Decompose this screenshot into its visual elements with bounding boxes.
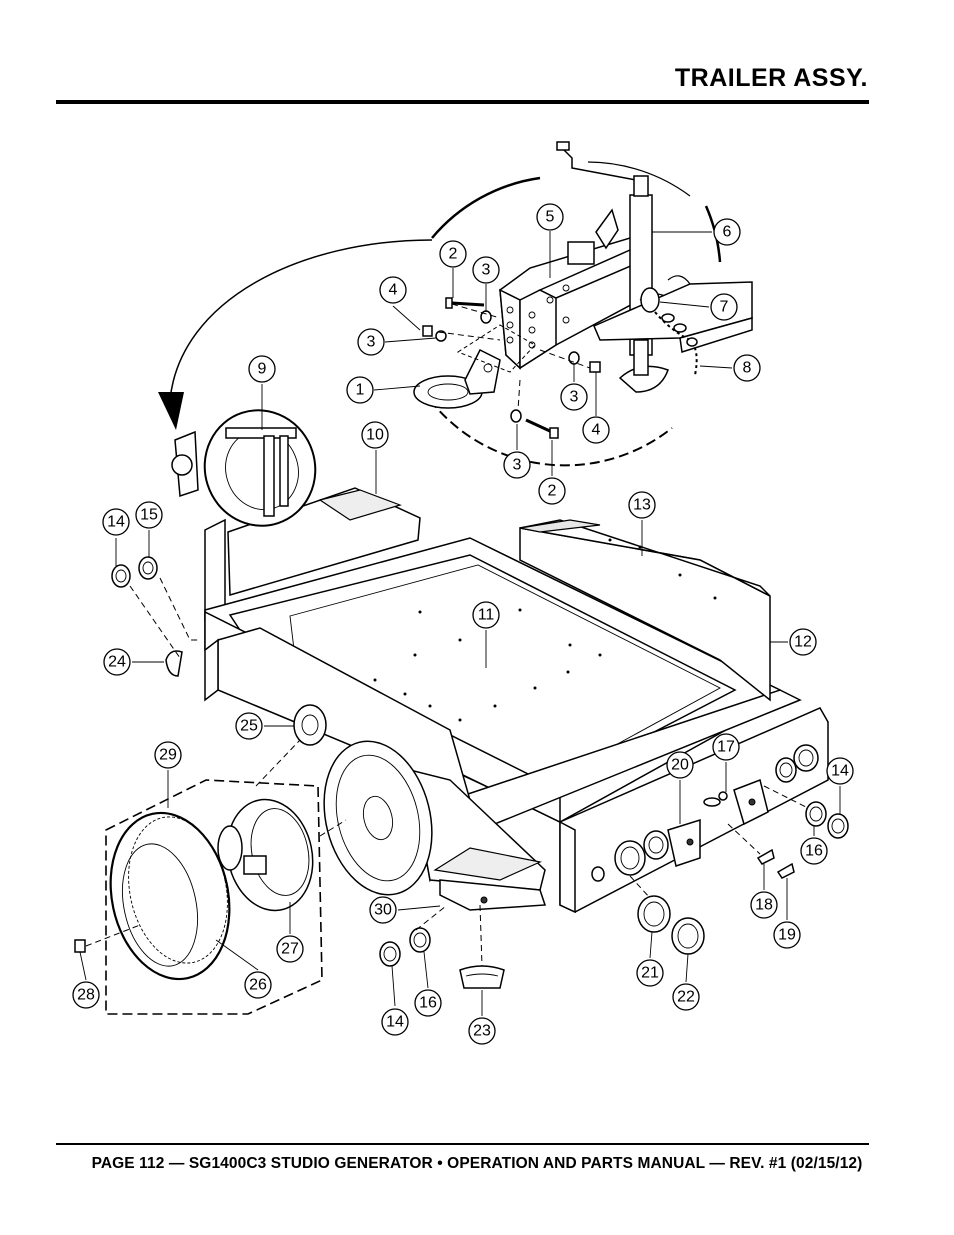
callout-26: 26 xyxy=(244,971,272,999)
callout-1: 1 xyxy=(346,376,374,404)
svg-text:16: 16 xyxy=(805,843,823,860)
callout-7: 7 xyxy=(710,293,738,321)
grommets xyxy=(111,556,849,989)
callout-11: 11 xyxy=(472,601,500,629)
callout-5: 5 xyxy=(536,203,564,231)
svg-text:26: 26 xyxy=(249,977,267,994)
svg-text:14: 14 xyxy=(831,763,849,780)
callout-6: 6 xyxy=(713,218,741,246)
callout-4b: 4 xyxy=(582,416,610,444)
callout-20: 20 xyxy=(666,751,694,779)
svg-text:3: 3 xyxy=(570,389,579,406)
header-rule xyxy=(56,100,869,104)
callout-3c: 3 xyxy=(560,383,588,411)
taillight-parts xyxy=(667,778,769,867)
callout-16b: 16 xyxy=(414,989,442,1017)
svg-text:23: 23 xyxy=(473,1023,491,1040)
svg-text:16: 16 xyxy=(419,995,437,1012)
svg-text:13: 13 xyxy=(633,497,651,514)
callout-22: 22 xyxy=(672,983,700,1011)
svg-text:17: 17 xyxy=(717,739,735,756)
callout-2b: 2 xyxy=(538,477,566,505)
detail-circle xyxy=(158,161,722,467)
svg-text:8: 8 xyxy=(743,360,752,377)
callout-21: 21 xyxy=(636,959,664,987)
svg-text:29: 29 xyxy=(159,747,177,764)
page-title: TRAILER ASSY. xyxy=(674,64,868,92)
callout-14c: 14 xyxy=(381,1008,409,1036)
spare-tire xyxy=(171,409,317,527)
svg-text:3: 3 xyxy=(482,262,491,279)
callout-25: 25 xyxy=(235,712,263,740)
svg-text:4: 4 xyxy=(592,422,601,439)
callout-10: 10 xyxy=(361,421,389,449)
callout-30: 30 xyxy=(369,896,397,924)
leader-lines xyxy=(79,231,841,1016)
svg-text:2: 2 xyxy=(548,483,557,500)
page-footer: PAGE 112 — SG1400C3 STUDIO GENERATOR • O… xyxy=(91,1155,863,1172)
tongue-frame xyxy=(593,275,753,353)
callout-29: 29 xyxy=(154,741,182,769)
callout-23: 23 xyxy=(468,1017,496,1045)
callout-8: 8 xyxy=(733,354,761,382)
callout-3a: 3 xyxy=(472,256,500,284)
callout-27: 27 xyxy=(276,935,304,963)
svg-text:30: 30 xyxy=(374,902,392,919)
svg-text:3: 3 xyxy=(513,457,522,474)
svg-text:10: 10 xyxy=(366,427,384,444)
wheel-assembly-exploded xyxy=(74,739,347,1015)
callout-2a: 2 xyxy=(439,240,467,268)
callout-14b: 14 xyxy=(826,757,854,785)
callout-15: 15 xyxy=(135,501,163,529)
callout-14a: 14 xyxy=(102,508,130,536)
arrow-head-icon xyxy=(158,392,184,430)
svg-text:18: 18 xyxy=(755,897,773,914)
svg-text:28: 28 xyxy=(77,987,95,1004)
svg-text:1: 1 xyxy=(356,382,365,399)
callout-12: 12 xyxy=(789,628,817,656)
svg-text:11: 11 xyxy=(478,607,495,624)
callout-3b: 3 xyxy=(357,328,385,356)
svg-text:20: 20 xyxy=(671,757,689,774)
callout-3d: 3 xyxy=(503,451,531,479)
svg-text:4: 4 xyxy=(389,282,398,299)
svg-text:5: 5 xyxy=(546,209,555,226)
callout-16a: 16 xyxy=(800,837,828,865)
trailer-frame xyxy=(204,487,829,914)
svg-text:9: 9 xyxy=(258,361,267,378)
svg-text:3: 3 xyxy=(367,334,376,351)
footer-rule xyxy=(56,1143,869,1145)
svg-text:24: 24 xyxy=(108,654,126,671)
svg-text:14: 14 xyxy=(107,514,125,531)
callout-19: 19 xyxy=(773,921,801,949)
callout-13: 13 xyxy=(628,491,656,519)
svg-text:14: 14 xyxy=(386,1014,404,1031)
svg-text:19: 19 xyxy=(778,927,796,944)
svg-text:21: 21 xyxy=(641,965,659,982)
svg-text:25: 25 xyxy=(240,718,258,735)
callout-18: 18 xyxy=(750,891,778,919)
callout-9: 9 xyxy=(248,355,276,383)
callout-17: 17 xyxy=(712,733,740,761)
svg-text:22: 22 xyxy=(677,989,695,1006)
lunette-ring xyxy=(413,324,536,409)
svg-text:27: 27 xyxy=(281,941,299,958)
svg-text:15: 15 xyxy=(140,507,158,524)
svg-text:12: 12 xyxy=(794,634,812,651)
callout-24: 24 xyxy=(103,648,131,676)
trailer-wheel xyxy=(323,740,433,896)
callout-4a: 4 xyxy=(379,276,407,304)
callout-28: 28 xyxy=(72,981,100,1009)
safety-chain xyxy=(640,287,698,376)
svg-text:6: 6 xyxy=(723,224,732,241)
hitch-coupler xyxy=(499,208,642,370)
svg-text:7: 7 xyxy=(720,299,729,316)
svg-text:2: 2 xyxy=(449,246,458,263)
